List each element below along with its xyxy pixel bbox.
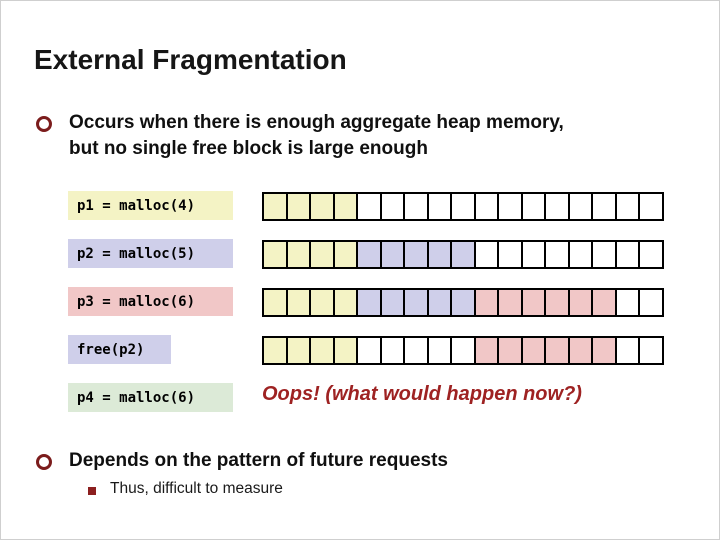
memory-cell-p3-allocated (546, 338, 570, 363)
page-title: External Fragmentation (34, 44, 347, 75)
memory-cell-p3-allocated (569, 338, 593, 363)
memory-cell-free (405, 194, 429, 219)
memory-cell-free (616, 338, 640, 363)
memory-cell-p1-allocated (264, 290, 288, 315)
memory-cell-p1-allocated (264, 242, 288, 267)
memory-cell-free (428, 194, 452, 219)
bullet-item-aggregate-memory: Occurs when there is enough aggregate he… (36, 110, 656, 162)
memory-cell-free (428, 338, 452, 363)
memory-cell-free (522, 242, 546, 267)
memory-cell-p2-allocated (405, 290, 429, 315)
memory-cell-p3-allocated (475, 290, 499, 315)
memory-cell-p2-allocated (452, 242, 476, 267)
memory-cell-free (569, 194, 593, 219)
memory-cell-p3-allocated (593, 338, 617, 363)
circle-bullet-icon (36, 116, 52, 132)
memory-row (262, 288, 664, 317)
bullet-text: Occurs when there is enough aggregate he… (69, 110, 564, 162)
memory-cell-p1-allocated (334, 194, 358, 219)
memory-cell-free (640, 242, 662, 267)
memory-cell-free (616, 242, 640, 267)
memory-cell-free (452, 194, 476, 219)
memory-cell-free (546, 194, 570, 219)
memory-cell-free (381, 194, 405, 219)
memory-cell-p3-allocated (475, 338, 499, 363)
circle-bullet-icon (36, 454, 52, 470)
bullet-line-1: Occurs when there is enough aggregate he… (69, 112, 564, 133)
memory-cell-p1-allocated (311, 194, 335, 219)
memory-cell-free (593, 242, 617, 267)
memory-cell-p2-allocated (405, 242, 429, 267)
code-label: p2 = malloc(5) (68, 239, 233, 268)
memory-cell-p3-allocated (522, 290, 546, 315)
memory-cell-free (499, 194, 523, 219)
bullet-line-2: but no single free block is large enough (69, 138, 428, 160)
memory-cell-p2-allocated (358, 290, 382, 315)
code-label: p4 = malloc(6) (68, 383, 233, 412)
memory-cell-p3-allocated (593, 290, 617, 315)
memory-cell-p3-allocated (546, 290, 570, 315)
memory-cell-free (358, 194, 382, 219)
memory-cell-p1-allocated (287, 242, 311, 267)
memory-cell-free (616, 290, 640, 315)
bullet-line: Depends on the pattern of future request… (69, 450, 448, 471)
memory-cell-p2-allocated (428, 242, 452, 267)
memory-cell-p1-allocated (264, 338, 288, 363)
memory-cell-p1-allocated (334, 242, 358, 267)
memory-cell-p1-allocated (287, 194, 311, 219)
memory-cell-p1-allocated (334, 290, 358, 315)
memory-cell-free (475, 242, 499, 267)
memory-cell-p3-allocated (499, 338, 523, 363)
memory-cell-free (593, 194, 617, 219)
memory-cell-free (452, 338, 476, 363)
memory-cell-p1-allocated (287, 290, 311, 315)
memory-cell-free (405, 338, 429, 363)
memory-cell-p1-allocated (334, 338, 358, 363)
memory-cell-p2-allocated (381, 242, 405, 267)
memory-cell-free (475, 194, 499, 219)
memory-row (262, 336, 664, 365)
memory-cell-free (640, 194, 662, 219)
memory-cell-p1-allocated (287, 338, 311, 363)
sub-bullet-text: Thus, difficult to measure (110, 480, 283, 497)
memory-cell-free (546, 242, 570, 267)
memory-cell-free (616, 194, 640, 219)
memory-cell-p3-allocated (569, 290, 593, 315)
sub-bullet-item-measure: Thus, difficult to measure (88, 480, 283, 498)
memory-cell-free (358, 338, 382, 363)
memory-cell-free (499, 242, 523, 267)
memory-cell-p1-allocated (311, 338, 335, 363)
memory-cell-p2-allocated (428, 290, 452, 315)
memory-cell-p1-allocated (311, 242, 335, 267)
memory-cell-p2-allocated (452, 290, 476, 315)
oops-note: Oops! (what would happen now?) (262, 383, 582, 405)
memory-row (262, 240, 664, 269)
memory-cell-free (640, 338, 662, 363)
memory-cell-free (522, 194, 546, 219)
memory-cell-p2-allocated (381, 290, 405, 315)
memory-row (262, 192, 664, 221)
bullet-item-future-requests: Depends on the pattern of future request… (36, 448, 656, 474)
code-label: p3 = malloc(6) (68, 287, 233, 316)
memory-cell-free (640, 290, 662, 315)
memory-cell-free (569, 242, 593, 267)
memory-cell-p2-allocated (358, 242, 382, 267)
memory-cell-p3-allocated (499, 290, 523, 315)
code-label: free(p2) (68, 335, 171, 364)
memory-cell-p3-allocated (522, 338, 546, 363)
memory-cell-free (381, 338, 405, 363)
bullet-text: Depends on the pattern of future request… (69, 448, 448, 474)
memory-cell-p1-allocated (264, 194, 288, 219)
memory-cell-p1-allocated (311, 290, 335, 315)
square-bullet-icon (88, 487, 96, 495)
code-label: p1 = malloc(4) (68, 191, 233, 220)
